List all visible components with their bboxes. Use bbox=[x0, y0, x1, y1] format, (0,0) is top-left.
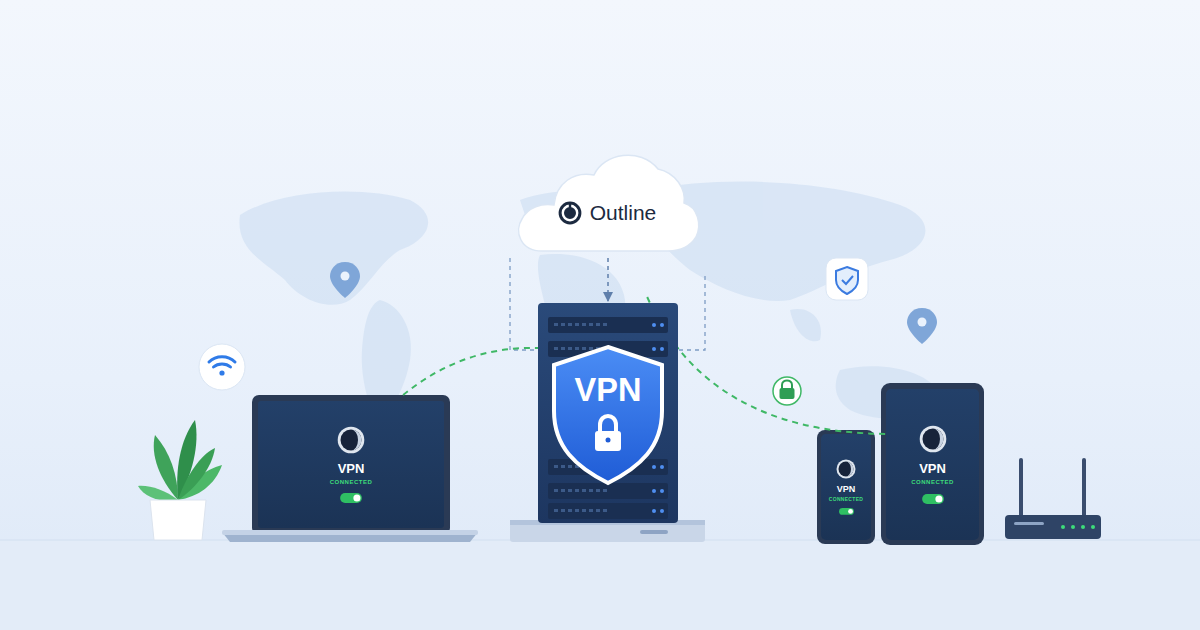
tablet-body bbox=[881, 383, 984, 545]
lock-badge bbox=[773, 377, 801, 405]
toggle-switch bbox=[922, 494, 944, 504]
wifi-badge bbox=[199, 344, 245, 390]
lock-icon bbox=[595, 431, 621, 451]
laptop-screen: VPN CONNECTED bbox=[258, 401, 444, 528]
phone-body bbox=[817, 430, 875, 544]
location-pin bbox=[330, 262, 360, 298]
router bbox=[1005, 458, 1101, 539]
dashed-connector bbox=[403, 348, 538, 395]
dashed-connector bbox=[647, 297, 886, 434]
outline-logo bbox=[558, 201, 582, 225]
toggle-switch bbox=[839, 508, 854, 515]
server-base bbox=[510, 520, 705, 542]
outline-logo bbox=[919, 425, 947, 453]
plant bbox=[138, 420, 222, 540]
lock-icon bbox=[600, 416, 616, 433]
status-label: CONNECTED bbox=[911, 479, 954, 486]
tablet-screen: VPN CONNECTED bbox=[886, 389, 979, 540]
shield-badge bbox=[826, 258, 868, 300]
dashed-connector bbox=[607, 258, 609, 301]
server-tower: VPN bbox=[538, 303, 678, 523]
cloud-shape bbox=[512, 143, 702, 255]
cloud-node: Outline bbox=[512, 143, 702, 255]
toggle-switch bbox=[340, 493, 362, 503]
status-label: CONNECTED bbox=[330, 479, 373, 486]
node-title: VPN bbox=[338, 462, 365, 476]
laptop-body bbox=[222, 395, 478, 542]
status-label: CONNECTED bbox=[829, 497, 863, 503]
phone-screen: VPN CONNECTED bbox=[821, 434, 871, 540]
outline-logo bbox=[337, 426, 365, 454]
node-title: Outline bbox=[590, 201, 657, 224]
server-illustration bbox=[538, 303, 678, 523]
location-pin bbox=[907, 308, 937, 344]
node-title: VPN bbox=[919, 462, 946, 476]
node-title: VPN bbox=[538, 373, 678, 409]
vpn-shield bbox=[554, 347, 662, 483]
node-title: VPN bbox=[837, 485, 856, 495]
outline-logo bbox=[836, 459, 856, 479]
